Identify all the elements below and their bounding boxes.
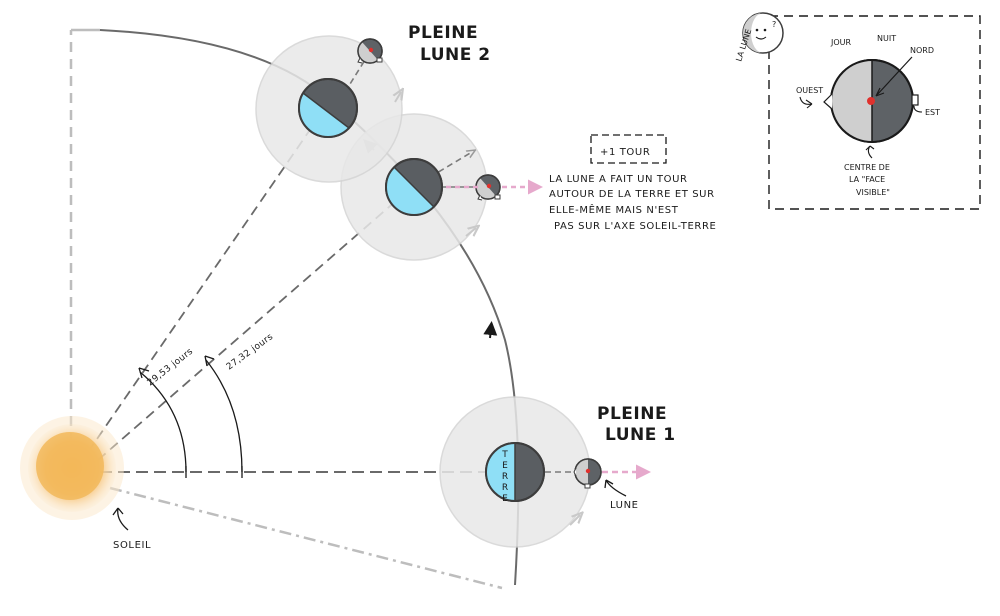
moon-2 [357, 38, 383, 64]
legend-centre-line3: VISIBLE" [856, 188, 890, 197]
angle-arrowhead-sidereal [204, 355, 215, 367]
moon-face-icon [742, 12, 784, 54]
svg-text:E: E [502, 494, 508, 504]
moon-face-question: ? [772, 20, 776, 29]
angle-arrowhead-synodic [138, 367, 150, 379]
legend-ouest: OUEST [796, 86, 823, 95]
position-2-group [255, 35, 402, 183]
explanation-line-3: ELLE-MÊME MAIS N'EST [549, 203, 679, 216]
explanation-line-1: LA LUNE A FAIT UN TOUR [549, 174, 688, 185]
svg-text:R: R [502, 483, 508, 493]
legend-nuit: NUIT [877, 34, 896, 43]
legend-centre-line2: LA "FACE [849, 175, 885, 184]
pleine-lune-2-line1: PLEINE [408, 23, 478, 43]
angle-label-sidereal: 27,32 jours [225, 332, 275, 373]
legend-centre-arrow [865, 145, 875, 159]
pleine-lune-2-line2: LUNE 2 [420, 45, 491, 65]
legend-nord: NORD [910, 46, 934, 55]
soleil-pointer [112, 507, 129, 531]
lower-axis-line [109, 486, 503, 590]
terre-label: T E R R E [501, 450, 508, 504]
earth-1 [485, 442, 545, 502]
position-1-group: T E R R E [439, 396, 651, 548]
legend: ? LA LUNE JOUR NUIT NORD OUEST EST CENTR… [734, 12, 981, 210]
svg-text:T: T [501, 450, 508, 460]
explanation-line-2: AUTOUR DE LA TERRE ET SUR [549, 189, 715, 200]
orbit-arrow-lower [483, 321, 498, 339]
moon-mid [475, 174, 501, 201]
svg-text:E: E [502, 461, 508, 471]
earth-2 [298, 78, 358, 138]
legend-box [768, 15, 981, 210]
legend-jour: JOUR [830, 38, 852, 47]
legend-centre-line1: CENTRE DE [844, 163, 890, 172]
plus-one-tour-label: +1 TOUR [600, 147, 650, 158]
legend-est-arrow [913, 105, 923, 113]
pleine-lune-1-line2: LUNE 1 [605, 425, 676, 445]
pleine-lune-1-line1: PLEINE [597, 404, 667, 424]
earth-moon-line-mid [429, 152, 472, 178]
legend-moon [823, 59, 919, 143]
svg-text:R: R [502, 472, 508, 482]
sun [20, 416, 124, 520]
lune-pointer [604, 479, 627, 497]
orbit-zone-arrow-mid [465, 228, 476, 237]
lune-label: LUNE [610, 500, 639, 511]
legend-nord-arrow [875, 56, 913, 97]
position-mid-group [340, 113, 543, 261]
legend-ouest-arrow [799, 96, 813, 109]
sun-earth-line-mid [97, 186, 413, 461]
earth-mid [385, 158, 443, 216]
plus-one-tour-box [590, 134, 667, 164]
moon-1 [573, 458, 602, 489]
angle-arc-synodic [139, 371, 187, 473]
orbit-zone-arrow-2 [395, 92, 401, 103]
explanation-line-4: PAS SUR L'AXE SOLEIL-TERRE [554, 221, 716, 232]
legend-est: EST [925, 108, 940, 117]
earth-moon-line-2 [344, 59, 366, 93]
orbit-zone-arrow-1 [569, 515, 580, 526]
sun-earth-line-2 [87, 107, 326, 453]
soleil-label: SOLEIL [113, 540, 151, 551]
angle-arc-sidereal [205, 359, 243, 473]
